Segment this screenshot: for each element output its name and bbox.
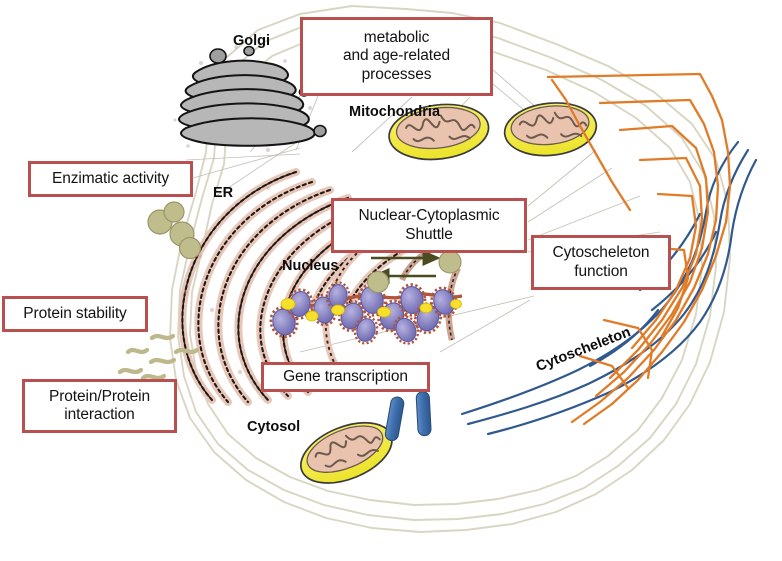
callout-cytoskeleton-function[interactable]: Cytoscheleton function [531, 235, 671, 290]
shuttle-arrows [366, 249, 462, 294]
mitochondrion [299, 421, 393, 484]
nucleosome-cluster [269, 281, 458, 345]
dna-markers [280, 298, 462, 322]
enzyme-globules [147, 201, 202, 260]
cargo-protein-icon [366, 270, 390, 294]
cargo-protein-icon [438, 250, 462, 274]
label-mitochondria: Mitochondria [349, 104, 441, 120]
golgi-apparatus [173, 45, 327, 153]
label-nucleus: Nucleus [282, 258, 339, 274]
label-cytosol: Cytosol [247, 419, 301, 435]
callout-protein-stability[interactable]: Protein stability [2, 296, 148, 332]
cytoskeleton-orange-filaments [546, 72, 732, 426]
peptide-squiggles [117, 333, 200, 381]
callout-metabolic-processes[interactable]: metabolic and age-related processes [300, 17, 493, 96]
endoplasmic-reticulum [178, 168, 436, 406]
callout-enzymatic-activity[interactable]: Enzimatic activity [28, 161, 193, 197]
callout-nuclear-cytoplasmic-shuttle[interactable]: Nuclear-Cytoplasmic Shuttle [331, 198, 527, 253]
mitochondrion [503, 102, 598, 157]
chromatin [269, 281, 463, 345]
centrioles [384, 391, 432, 442]
callout-gene-transcription[interactable]: Gene transcription [261, 362, 430, 392]
label-golgi: Golgi [233, 33, 271, 49]
callout-protein-protein-interaction[interactable]: Protein/Protein interaction [22, 379, 177, 433]
mitochondrion [388, 103, 490, 161]
label-er: ER [213, 185, 234, 201]
